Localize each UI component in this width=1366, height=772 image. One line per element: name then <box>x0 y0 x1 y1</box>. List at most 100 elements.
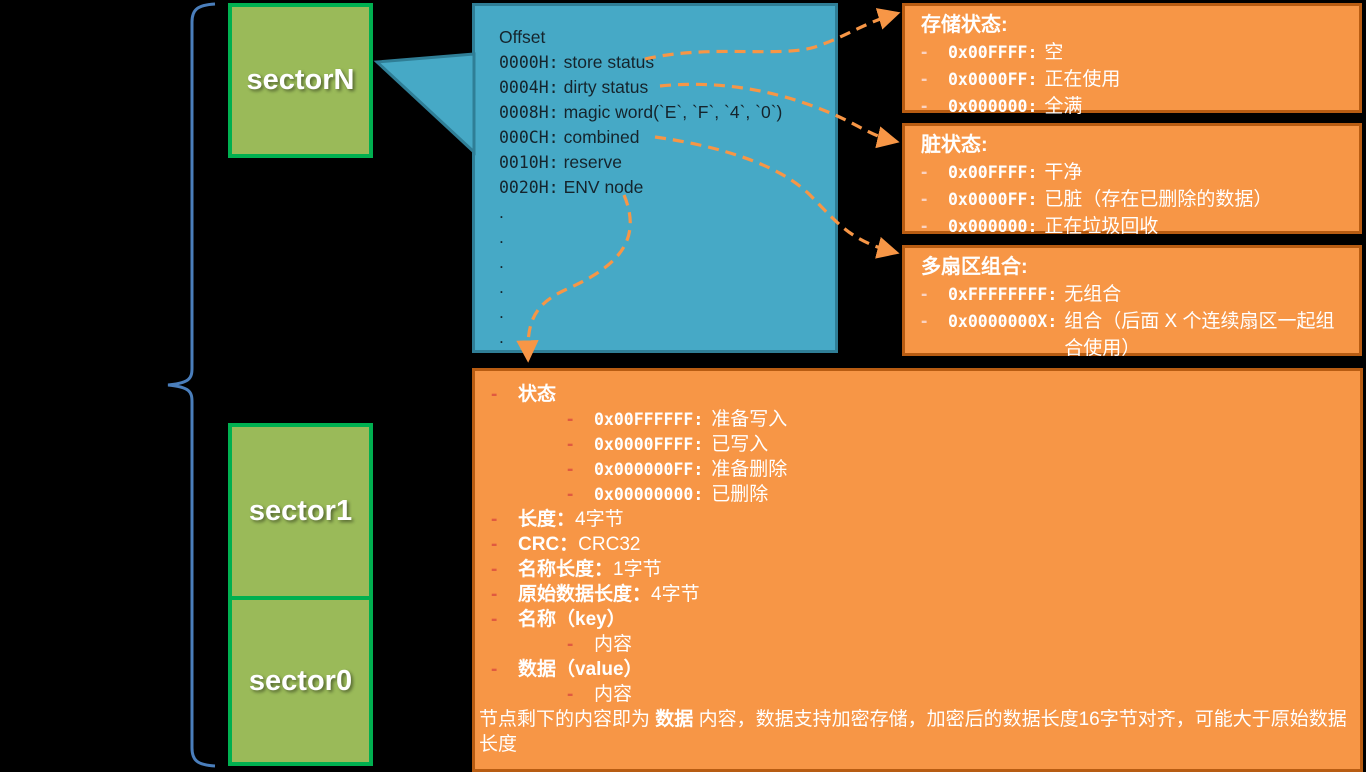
offset-value: 0010H: <box>499 153 559 172</box>
env-key-label: 名称（key） <box>518 609 626 630</box>
store-status-item: - 0x000000: 全满 <box>921 93 1347 120</box>
env-value-content: 内容 <box>594 684 633 705</box>
dash-bullet: - <box>567 634 574 655</box>
offset-desc: combined <box>563 127 640 147</box>
dash-bullet: - <box>491 384 498 405</box>
dash-bullet: - <box>491 659 498 680</box>
env-key-content: 内容 <box>594 634 633 655</box>
dash-bullet: - <box>567 484 574 505</box>
dash-bullet: - <box>921 69 928 90</box>
dirty-status-note: 脏状态: - 0x00FFFF: 干净 - 0x0000FF: 已脏（存在已删除… <box>902 123 1362 237</box>
hex-value: 0x00FFFFFF: <box>594 410 704 429</box>
combine-item: - 0x0000000X: 组合（后面 X 个连续扇区一起组合使用） <box>921 308 1347 362</box>
ellipsis-dot: . <box>499 202 504 222</box>
env-status-item: - 0x00FFFFFF: 准备写入 <box>475 407 1360 432</box>
store-status-item: - 0x0000FF: 正在使用 <box>921 66 1347 93</box>
dash-bullet: - <box>921 162 928 183</box>
combine-note: 多扇区组合: - 0xFFFFFFFF: 无组合 - 0x0000000X: 组… <box>902 245 1362 359</box>
env-node-structure-box: - 状态 - 0x00FFFFFF: 准备写入 - 0x0000FFFF: 已写… <box>472 368 1363 772</box>
dash-bullet: - <box>921 216 928 237</box>
env-status-item: - 0x000000FF: 准备删除 <box>475 457 1360 482</box>
dash-bullet: - <box>921 311 928 332</box>
offset-line-env-node: 0020H:ENV node <box>499 175 835 200</box>
ellipsis-dot: . <box>499 277 504 297</box>
store-status-note: 存储状态: - 0x00FFFF: 空 - 0x0000FF: 正在使用 - 0… <box>902 3 1362 117</box>
offset-value: 0020H: <box>499 178 559 197</box>
dash-bullet: - <box>921 42 928 63</box>
offset-line-dirty-status: 0004H:dirty status <box>499 75 835 100</box>
offset-desc: magic word(`E`, `F`, `4`, `0`) <box>563 102 783 122</box>
sector-1-box: sector1 <box>228 423 373 600</box>
sector-n-box: sectorN <box>228 3 373 158</box>
field-value: 4字节 <box>651 584 700 605</box>
dash-bullet: - <box>491 509 498 530</box>
footer-text: 内容，数据支持加密存储，加密后的数据长度16字节对齐，可能大于原始数据长度 <box>479 709 1347 755</box>
store-status-item: - 0x00FFFF: 空 <box>921 39 1347 66</box>
hex-value: 0x0000000X: <box>948 312 1058 331</box>
hex-value: 0xFFFFFFFF: <box>948 285 1058 304</box>
sector-n-label: sectorN <box>246 64 355 96</box>
combine-item: - 0xFFFFFFFF: 无组合 <box>921 281 1347 308</box>
env-field-raw-data-length: - 原始数据长度： 4字节 <box>475 582 1360 607</box>
env-status-item: - 0x00000000: 已删除 <box>475 482 1360 507</box>
offset-value: 000CH: <box>499 128 559 147</box>
hex-value: 0x000000: <box>948 97 1038 116</box>
sector-0-box: sector0 <box>228 596 373 766</box>
hex-value: 0x000000FF: <box>594 460 704 479</box>
offset-desc: dirty status <box>563 77 649 97</box>
hex-value: 0x00FFFF: <box>948 43 1038 62</box>
hex-value: 0x0000FFFF: <box>594 435 704 454</box>
env-status-item: - 0x0000FFFF: 已写入 <box>475 432 1360 457</box>
hex-meaning: 干净 <box>1044 162 1083 183</box>
field-value: 4字节 <box>575 509 624 530</box>
hex-meaning: 无组合 <box>1064 284 1122 305</box>
offset-header: Offset <box>499 27 546 47</box>
hex-meaning: 已写入 <box>711 434 769 455</box>
field-value: CRC32 <box>578 534 641 555</box>
env-status-row: - 状态 <box>475 382 1360 407</box>
callout-pointer <box>373 52 476 156</box>
offset-desc: store status <box>563 52 655 72</box>
ellipsis-dot: . <box>499 227 504 247</box>
env-key-row: - 名称（key） <box>475 607 1360 632</box>
env-value-row: - 数据（value） <box>475 657 1360 682</box>
dirty-status-item: - 0x000000: 正在垃圾回收 <box>921 213 1347 240</box>
flash-area-brace <box>167 2 216 768</box>
hex-meaning: 准备写入 <box>711 409 788 430</box>
hex-value: 0x00FFFF: <box>948 163 1038 182</box>
env-field-length: - 长度： 4字节 <box>475 507 1360 532</box>
hex-meaning: 已脏（存在已删除的数据） <box>1044 189 1273 210</box>
hex-meaning: 已删除 <box>711 484 769 505</box>
dash-bullet: - <box>921 284 928 305</box>
dash-bullet: - <box>921 96 928 117</box>
env-field-name-length: - 名称长度： 1字节 <box>475 557 1360 582</box>
field-label: 长度： <box>518 509 576 530</box>
offset-value: 0004H: <box>499 78 559 97</box>
ellipsis-dot: . <box>499 302 504 322</box>
field-value: 1字节 <box>613 559 662 580</box>
hex-meaning: 正在垃圾回收 <box>1044 216 1159 237</box>
store-status-title: 存储状态: <box>921 14 1008 36</box>
dash-bullet: - <box>491 534 498 555</box>
offset-value: 0008H: <box>499 103 559 122</box>
sector-offset-callout: Offset 0000H:store status 0004H:dirty st… <box>472 3 838 353</box>
env-footer-note: 节点剩下的内容即为 数据 内容，数据支持加密存储，加密后的数据长度16字节对齐，… <box>475 707 1360 757</box>
dash-bullet: - <box>567 434 574 455</box>
ellipsis-dot: . <box>499 252 504 272</box>
footer-text: 节点剩下的内容即为 <box>479 709 656 730</box>
dash-bullet: - <box>491 584 498 605</box>
ellipsis-dot: . <box>499 327 504 347</box>
hex-meaning: 正在使用 <box>1044 69 1121 90</box>
sector-0-label: sector0 <box>248 664 353 697</box>
offset-desc: reserve <box>563 152 622 172</box>
dash-bullet: - <box>491 559 498 580</box>
dirty-status-title: 脏状态: <box>921 134 988 156</box>
sector-1-label: sector1 <box>248 495 353 527</box>
field-label: 原始数据长度： <box>518 584 652 605</box>
hex-meaning: 准备删除 <box>711 459 788 480</box>
env-value-label: 数据（value） <box>518 659 643 680</box>
hex-value: 0x000000: <box>948 217 1038 236</box>
env-field-crc: - CRC： CRC32 <box>475 532 1360 557</box>
hex-value: 0x00000000: <box>594 485 704 504</box>
hex-meaning: 组合（后面 X 个连续扇区一起组合使用） <box>1064 311 1335 359</box>
